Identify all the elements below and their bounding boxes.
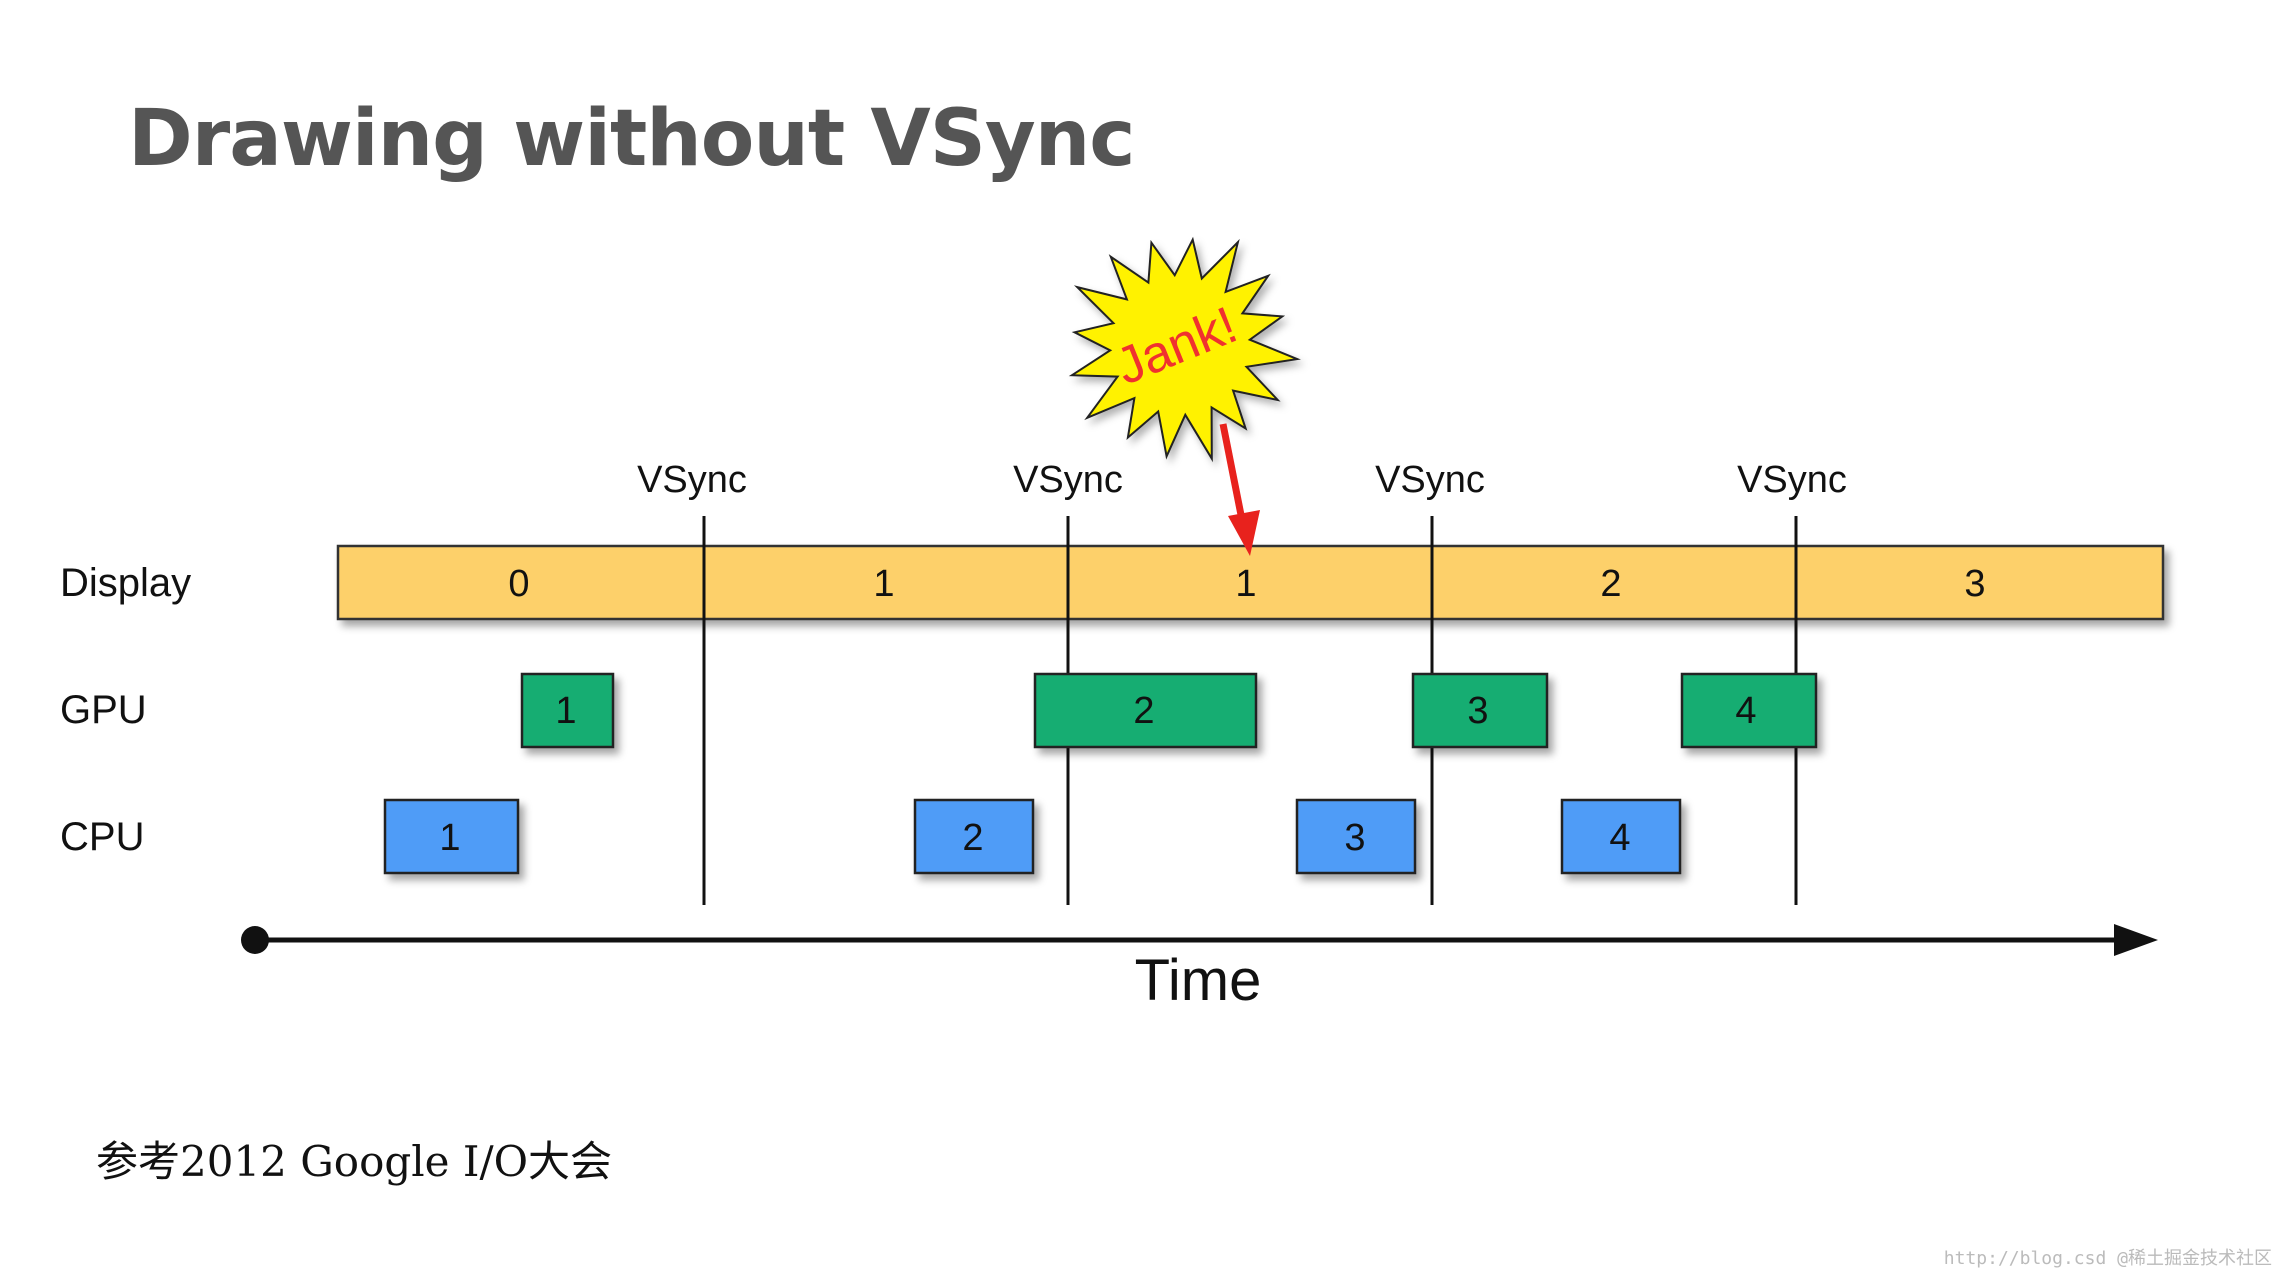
gpu-row bbox=[520, 672, 1818, 749]
watermark: http://blog.csd @稀土掘金技术社区 bbox=[1944, 1248, 2272, 1269]
jank-arrow bbox=[1219, 423, 1260, 556]
display-frame-4: 3 bbox=[1964, 563, 1985, 605]
row-label-display: Display bbox=[60, 561, 191, 605]
gpu-box-2 bbox=[1033, 672, 1258, 749]
gpu-frame-1: 1 bbox=[555, 690, 576, 732]
gpu-frame-3: 3 bbox=[1467, 690, 1488, 732]
display-bar bbox=[336, 544, 2165, 621]
time-axis-label: Time bbox=[1135, 948, 1262, 1013]
cpu-frame-4: 4 bbox=[1609, 817, 1630, 859]
slide-title: Drawing without VSync bbox=[128, 94, 1134, 184]
cpu-box-4 bbox=[1560, 798, 1682, 875]
row-label-cpu: CPU bbox=[60, 815, 144, 859]
display-frame-3: 2 bbox=[1600, 563, 1621, 605]
vsync-label-2: VSync bbox=[1013, 459, 1123, 501]
cpu-box-3 bbox=[1295, 798, 1417, 875]
gpu-box-1 bbox=[520, 672, 615, 749]
cpu-frame-2: 2 bbox=[962, 817, 983, 859]
vsync-label-1: VSync bbox=[637, 459, 747, 501]
cpu-box-2 bbox=[913, 798, 1035, 875]
gpu-box-3 bbox=[1411, 672, 1549, 749]
source-caption: 参考2012 Google I/O大会 bbox=[96, 1137, 612, 1186]
cpu-row bbox=[383, 798, 1682, 875]
vsync-label-3: VSync bbox=[1375, 459, 1485, 501]
time-axis bbox=[241, 924, 2158, 956]
gpu-box-4 bbox=[1680, 672, 1818, 749]
row-label-gpu: GPU bbox=[60, 688, 147, 732]
display-frame-1: 1 bbox=[873, 563, 894, 605]
cpu-frame-1: 1 bbox=[439, 817, 460, 859]
display-frame-2: 1 bbox=[1235, 563, 1256, 605]
gpu-frame-4: 4 bbox=[1735, 690, 1756, 732]
display-frame-0: 0 bbox=[508, 563, 529, 605]
cpu-frame-3: 3 bbox=[1344, 817, 1365, 859]
gpu-frame-2: 2 bbox=[1133, 690, 1154, 732]
jank-burst bbox=[1068, 236, 1301, 463]
jank-arrowhead bbox=[1228, 510, 1260, 556]
vsync-label-4: VSync bbox=[1737, 459, 1847, 501]
time-axis-arrowhead bbox=[2114, 924, 2158, 956]
cpu-box-1 bbox=[383, 798, 520, 875]
